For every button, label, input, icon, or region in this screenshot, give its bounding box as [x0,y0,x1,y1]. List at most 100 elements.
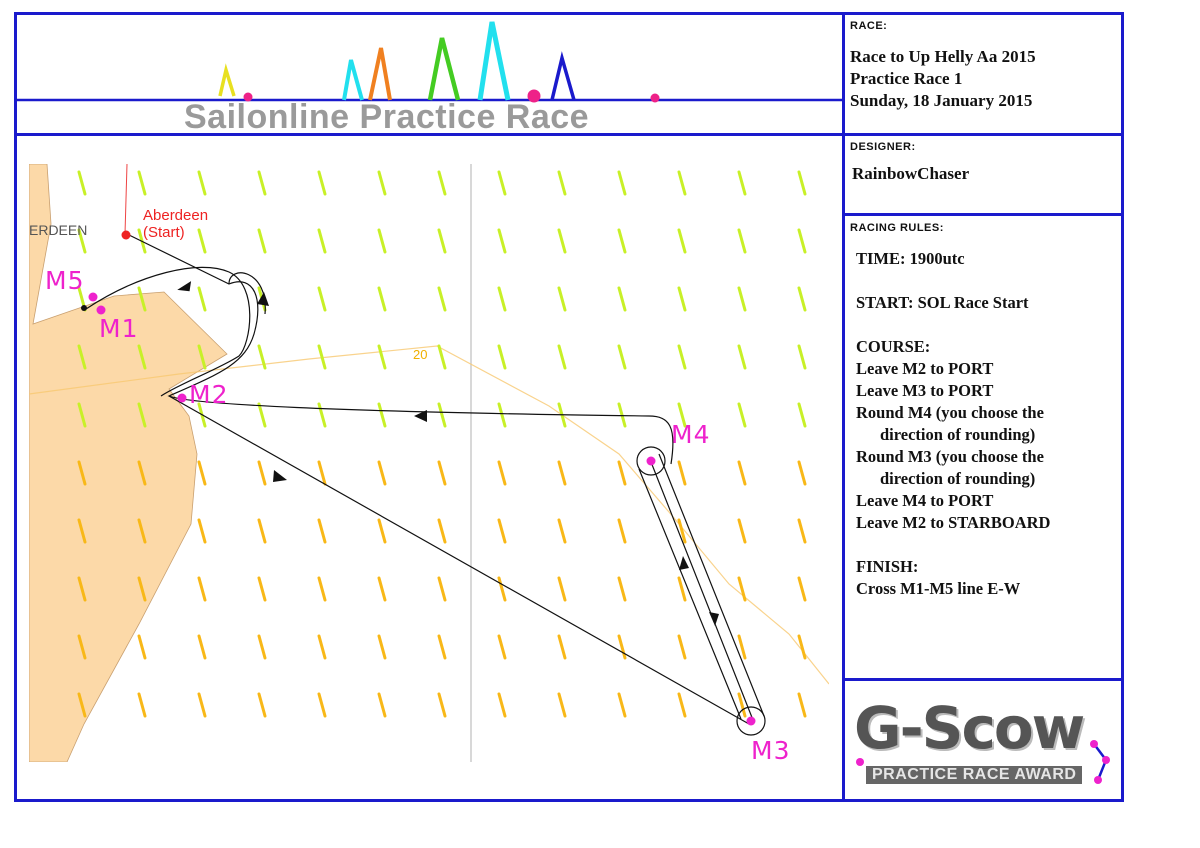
wind-arrow [617,634,627,660]
wind-arrow [197,344,207,370]
wind-arrow [737,344,747,370]
wind-arrow [137,634,147,660]
wind-arrow [557,634,567,660]
wind-arrow [437,286,447,312]
wind-arrow [377,518,387,544]
sail-yellow [218,63,236,97]
race-number: Practice Race 1 [850,69,963,88]
wind-arrow [737,460,747,486]
sail-orange [368,47,392,101]
header-banner [14,21,844,103]
wind-arrow [617,692,627,718]
m4-buoy [646,456,656,466]
contour-label: 20 [413,347,428,362]
wind-arrow [617,228,627,254]
wind-arrow [437,576,447,602]
wind-arrow [257,576,267,602]
header-buoy-1 [243,92,253,102]
wind-arrow [197,518,207,544]
wind-arrow [737,286,747,312]
wind-arrow [197,460,207,486]
wind-arrow [77,692,87,718]
wind-arrow [197,576,207,602]
wind-arrow [677,460,687,486]
wind-arrow [377,228,387,254]
mark-label-m5: M5 [45,266,85,295]
mark-label-m1: M1 [99,314,139,343]
m5-buoy [88,292,98,302]
rules-divider [842,678,1124,681]
course-step: direction of rounding) [880,425,1036,444]
wind-arrow [677,344,687,370]
direction-arrow [709,612,719,626]
wind-arrow [317,634,327,660]
sail-cyan-1 [342,59,364,101]
m3-buoy [746,716,756,726]
wind-arrow [797,634,807,660]
route-m4-m3-b [658,453,765,717]
wind-arrow [677,170,687,196]
wind-arrow [797,402,807,428]
rule-start: START: SOL Race Start [856,293,1029,312]
rule-gap [856,534,1118,556]
logo-sail-icon [1090,740,1110,784]
wind-arrow [797,460,807,486]
wind-arrow [137,576,147,602]
wind-arrow [737,170,747,196]
rules-label: RACING RULES: [850,222,944,234]
wind-arrow [737,634,747,660]
rule-time: TIME: 1900utc [856,249,965,268]
poster-frame [14,12,1124,802]
wind-arrow [497,402,507,428]
wind-arrow [617,344,627,370]
wind-arrow [317,460,327,486]
wind-arrow [377,692,387,718]
coastline-land [29,164,228,762]
logo-title: G-Scow [854,694,1085,762]
sail-green [427,37,461,101]
m3-rounding-circle [736,706,766,736]
wind-arrow [77,460,87,486]
wind-arrow [317,170,327,196]
wind-arrow [617,576,627,602]
wind-arrow [137,170,147,196]
wind-arrow [257,634,267,660]
wind-arrow [317,518,327,544]
logo-subtitle: PRACTICE RACE AWARD [866,766,1083,784]
wind-arrow [617,460,627,486]
gscow-logo: G-Scow PRACTICE RACE AWARD [848,690,1118,794]
wind-arrow [677,286,687,312]
wind-arrow [137,286,147,312]
wind-arrow [677,228,687,254]
wind-arrow [377,634,387,660]
wind-arrow [557,228,567,254]
wind-arrow [137,460,147,486]
wind-arrow [197,170,207,196]
wind-arrow [677,692,687,718]
designer-name: RainbowChaser [852,164,970,183]
wind-arrow [557,170,567,196]
wind-arrow [737,402,747,428]
wind-arrow [77,576,87,602]
wind-arrow [77,344,87,370]
wind-arrow [497,286,507,312]
wind-arrow [317,286,327,312]
header-buoy-2 [527,89,541,103]
wind-arrow [377,576,387,602]
wind-arrow [377,460,387,486]
wind-arrow [137,402,147,428]
course-map[interactable]: ERDEEN Aberdeen (Start) 20 M5 M1 M2 M4 M… [29,164,829,762]
wind-arrow [617,518,627,544]
wind-arrow [257,518,267,544]
sail-blue [550,51,576,101]
race-label: RACE: [850,20,888,32]
wind-arrow [257,460,267,486]
sail-cyan-2 [477,21,511,101]
direction-arrow [273,470,287,482]
wind-arrow [497,692,507,718]
depth-contour [29,345,829,685]
wind-arrow [77,228,87,254]
wind-arrow [317,692,327,718]
wind-arrow [677,634,687,660]
course-step: Leave M2 to PORT [856,359,994,378]
